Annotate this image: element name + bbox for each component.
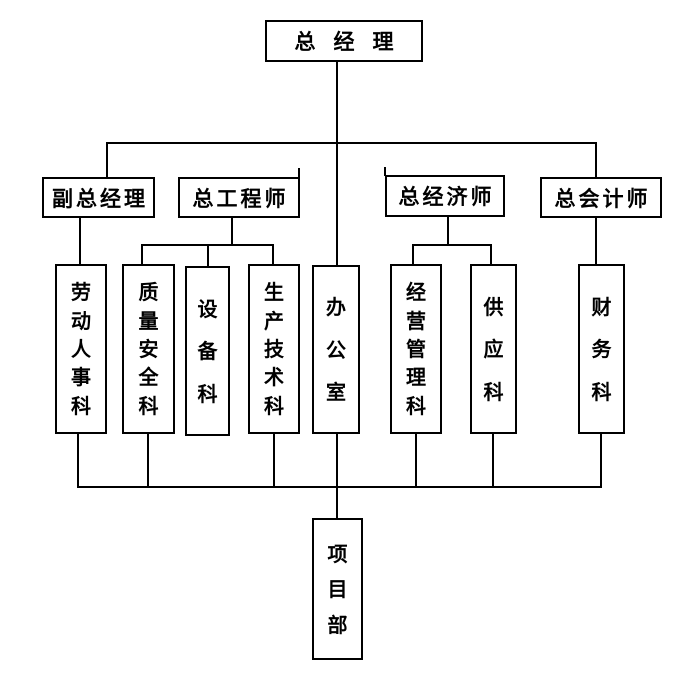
box-general-manager: 总经理 [265,20,423,62]
box-equipment-dept: 设备科 [185,266,230,436]
box-chief-accountant: 总会计师 [540,177,662,218]
box-deputy-general-manager: 副总经理 [42,177,155,218]
box-chief-engineer: 总工程师 [178,177,300,218]
box-labor-personnel-dept: 劳动人事科 [55,264,107,434]
box-production-technology-dept: 生产技术科 [248,264,300,434]
box-chief-economist: 总经济师 [385,175,505,217]
deputy-general-manager-label: 副总经理 [52,186,148,211]
box-office: 办公室 [312,265,360,434]
box-business-management-dept: 经营管理科 [390,264,442,434]
chief-accountant-label: 总会计师 [554,186,651,211]
chief-economist-label: 总经济师 [398,185,495,209]
box-project-department: 项目部 [312,518,363,660]
general-manager-label: 总经理 [294,30,412,54]
box-supply-dept: 供应科 [470,264,517,434]
box-finance-dept: 财务科 [578,264,625,434]
box-quality-safety-dept: 质量安全科 [122,264,175,434]
chief-engineer-label: 总工程师 [192,186,289,211]
